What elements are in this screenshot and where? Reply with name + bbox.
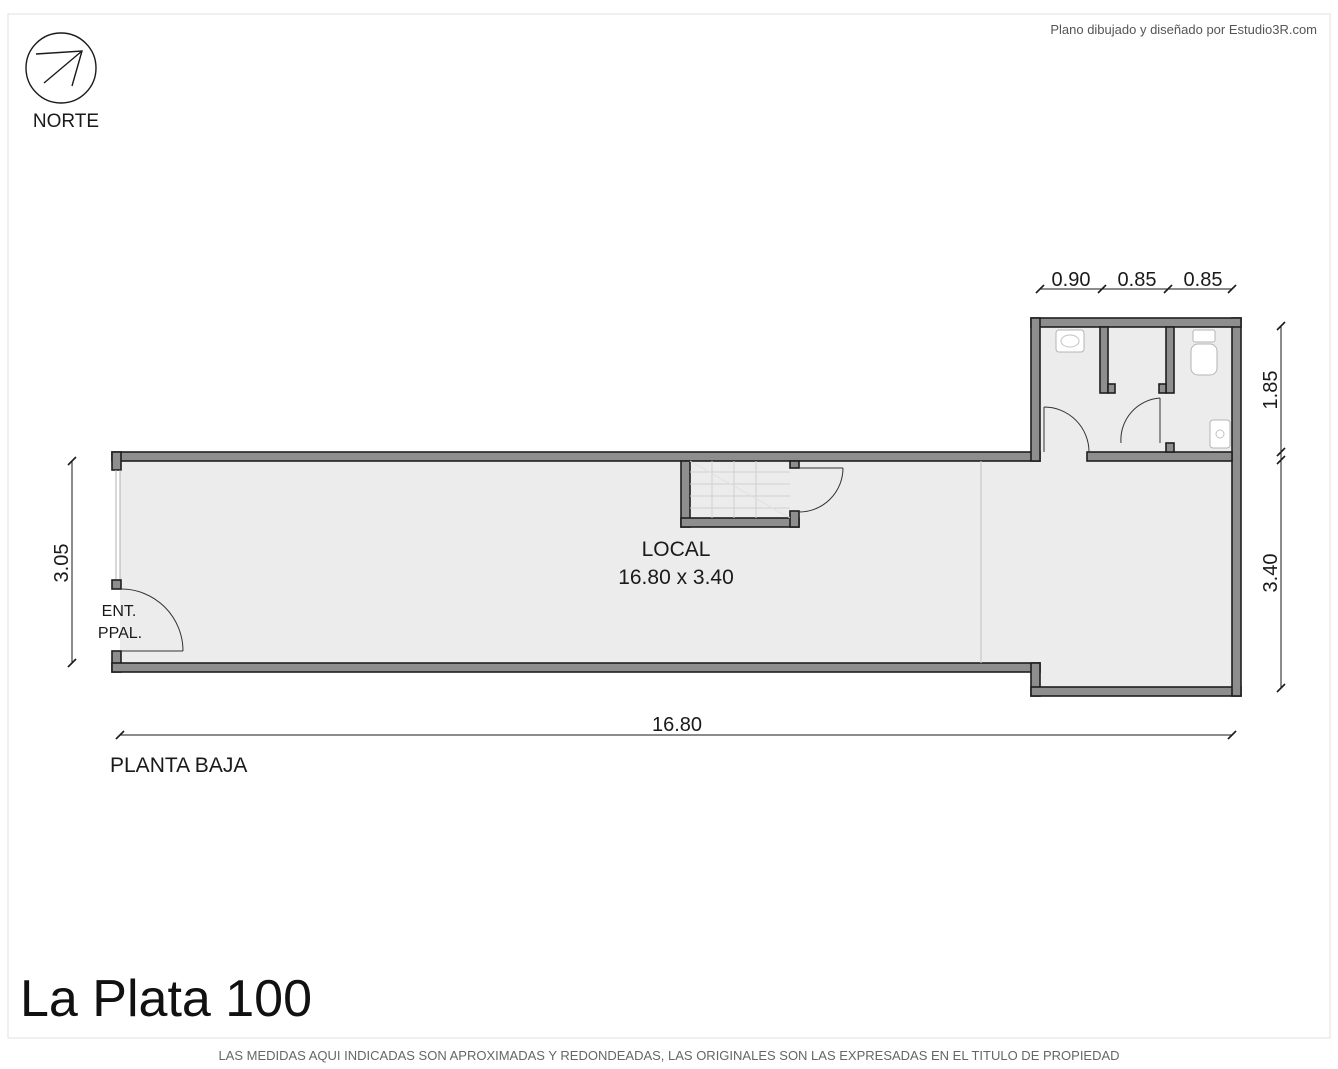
washbasin-icon	[1055, 329, 1085, 353]
dimension-top-2: 0.85	[1118, 269, 1157, 291]
north-arrow-icon	[25, 32, 97, 104]
bathroom-walls	[1086, 326, 1233, 462]
dimension-bottom: 16.80	[652, 714, 702, 736]
exterior-walls	[111, 317, 1242, 697]
toilet-icon	[1190, 329, 1218, 376]
disclaimer-text: LAS MEDIDAS AQUI INDICADAS SON APROXIMAD…	[218, 1048, 1119, 1063]
floor-area	[120, 326, 1232, 688]
dimension-top-3: 0.85	[1184, 269, 1223, 291]
dimension-left: 3.05	[51, 544, 73, 583]
bathroom-door-icon	[1043, 406, 1090, 453]
entrance-label-line2: PPAL.	[98, 625, 142, 642]
room-size: 16.80 x 3.40	[618, 566, 734, 589]
dimension-right-lower: 3.40	[1260, 554, 1282, 593]
toilet-door-icon	[1120, 397, 1161, 444]
sink-icon	[1209, 419, 1231, 449]
credit-text: Plano dibujado y diseñado por Estudio3R.…	[1050, 22, 1317, 37]
level-label: PLANTA BAJA	[110, 754, 247, 777]
dimension-lines	[67, 284, 1286, 740]
dimension-right-upper: 1.85	[1260, 371, 1282, 410]
sheet-border	[7, 13, 1331, 1039]
stair-enclosure	[680, 460, 800, 528]
property-title: La Plata 100	[20, 970, 312, 1028]
stairs-icon	[689, 460, 791, 519]
main-entrance-door-icon	[111, 470, 184, 652]
dimension-top-1: 0.90	[1052, 269, 1091, 291]
room-name: LOCAL	[642, 538, 711, 561]
stair-door-icon	[798, 467, 844, 513]
north-label: NORTE	[33, 111, 99, 132]
entrance-label-line1: ENT.	[102, 603, 137, 620]
